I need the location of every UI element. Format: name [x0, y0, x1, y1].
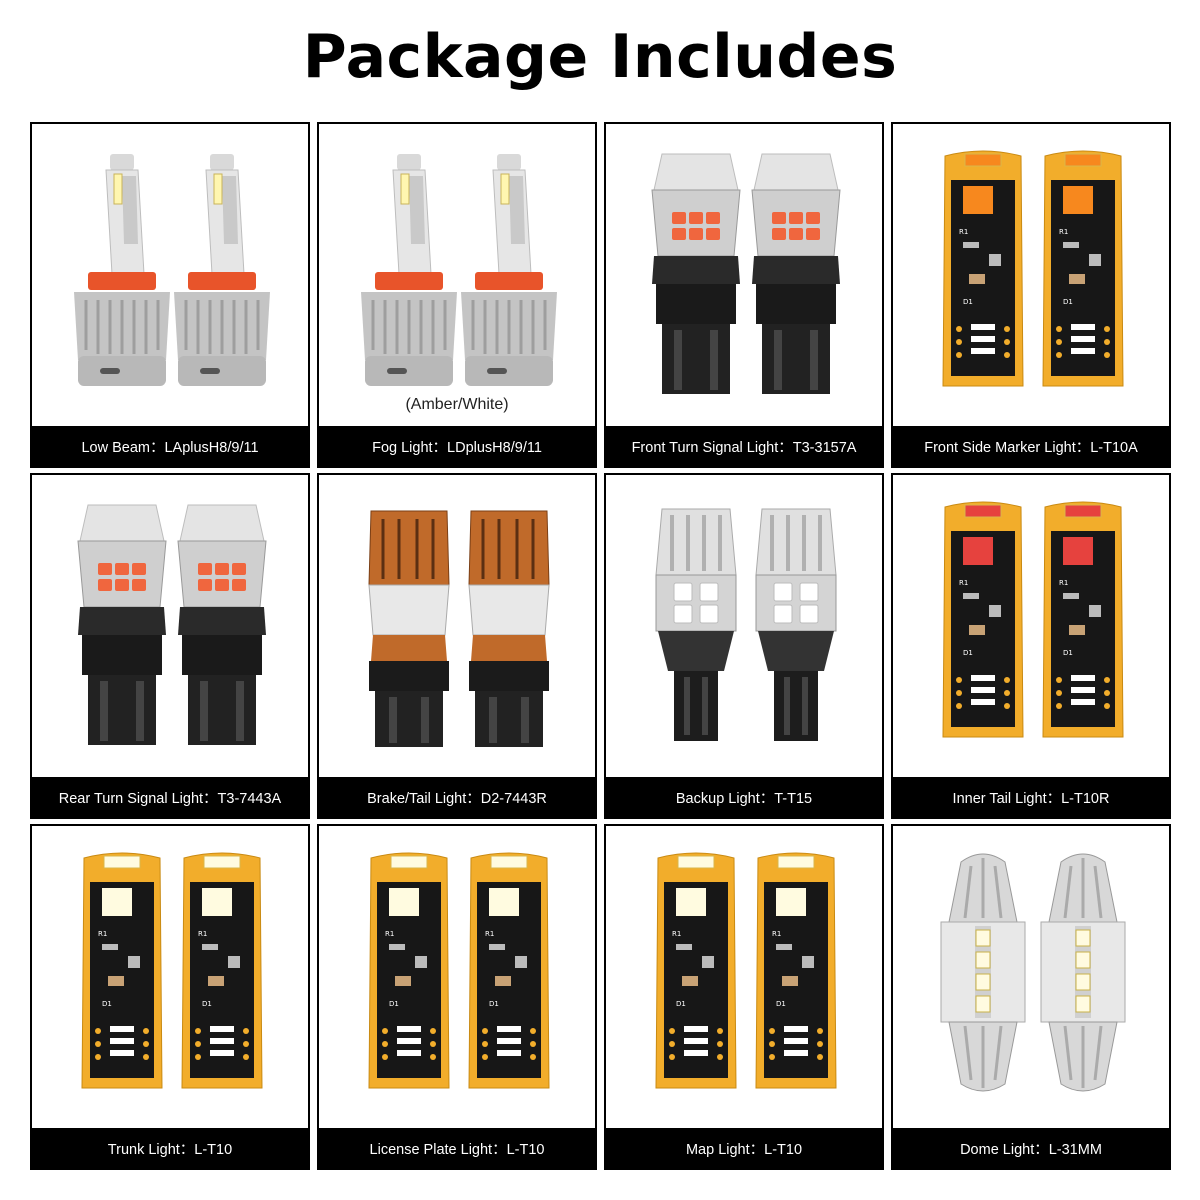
product-caption: Brake/Tail Light：D2-7443R [319, 777, 595, 817]
svg-text:D1: D1 [202, 1000, 212, 1008]
led-3157-bulb-icon [651, 153, 841, 394]
product-caption: Map Light：L-T10 [606, 1128, 882, 1168]
led-7443-red-bulb-icon [368, 510, 550, 747]
svg-text:D1: D1 [963, 649, 973, 657]
svg-text:R1: R1 [485, 930, 494, 938]
product-caption: Fog Light：LDplusH8/9/11 [319, 426, 595, 466]
product-card: Front Turn Signal Light：T3-3157A [604, 122, 884, 468]
svg-text:R1: R1 [198, 930, 207, 938]
product-card: Dome Light：L-31MM [891, 824, 1171, 1170]
product-grid: Low Beam：LAplusH8/9/11 (Amber/White) Fog … [30, 122, 1171, 1170]
svg-text:R1: R1 [98, 930, 107, 938]
product-caption: Backup Light：T-T15 [606, 777, 882, 817]
svg-text:D1: D1 [963, 298, 973, 306]
product-card: (Amber/White) Fog Light：LDplusH8/9/11 [317, 122, 597, 468]
product-caption: Low Beam：LAplusH8/9/11 [32, 426, 308, 466]
led-festoon-bulb-icon [940, 853, 1126, 1092]
product-card: Brake/Tail Light：D2-7443R [317, 473, 597, 819]
led-fog-bulb-icon [361, 154, 557, 386]
product-caption: Front Turn Signal Light：T3-3157A [606, 426, 882, 466]
led-headlight-bulb-icon [74, 154, 270, 386]
product-caption: Dome Light：L-31MM [893, 1128, 1169, 1168]
product-caption: Trunk Light：L-T10 [32, 1128, 308, 1168]
svg-text:D1: D1 [102, 1000, 112, 1008]
svg-text:D1: D1 [1063, 298, 1073, 306]
product-card: Rear Turn Signal Light：T3-7443A [30, 473, 310, 819]
led-t15-bulb-icon [655, 508, 837, 741]
svg-text:D1: D1 [1063, 649, 1073, 657]
svg-text:D1: D1 [389, 1000, 399, 1008]
svg-text:R1: R1 [1059, 228, 1068, 236]
svg-text:R1: R1 [672, 930, 681, 938]
svg-text:R1: R1 [385, 930, 394, 938]
product-card: Low Beam：LAplusH8/9/11 [30, 122, 310, 468]
product-caption: Rear Turn Signal Light：T3-7443A [32, 777, 308, 817]
product-caption: Inner Tail Light：L-T10R [893, 777, 1169, 817]
svg-text:R1: R1 [959, 228, 968, 236]
svg-text:R1: R1 [959, 579, 968, 587]
svg-text:D1: D1 [489, 1000, 499, 1008]
product-caption: License Plate Light：L-T10 [319, 1128, 595, 1168]
product-caption: Front Side Marker Light：L-T10A [893, 426, 1169, 466]
svg-text:R1: R1 [1059, 579, 1068, 587]
product-card: Backup Light：T-T15 [604, 473, 884, 819]
svg-text:D1: D1 [776, 1000, 786, 1008]
page-title: Package Includes [302, 22, 898, 92]
svg-text:D1: D1 [676, 1000, 686, 1008]
led-7443-bulb-icon [77, 504, 267, 745]
color-note: (Amber/White) [405, 396, 509, 413]
svg-text:R1: R1 [772, 930, 781, 938]
